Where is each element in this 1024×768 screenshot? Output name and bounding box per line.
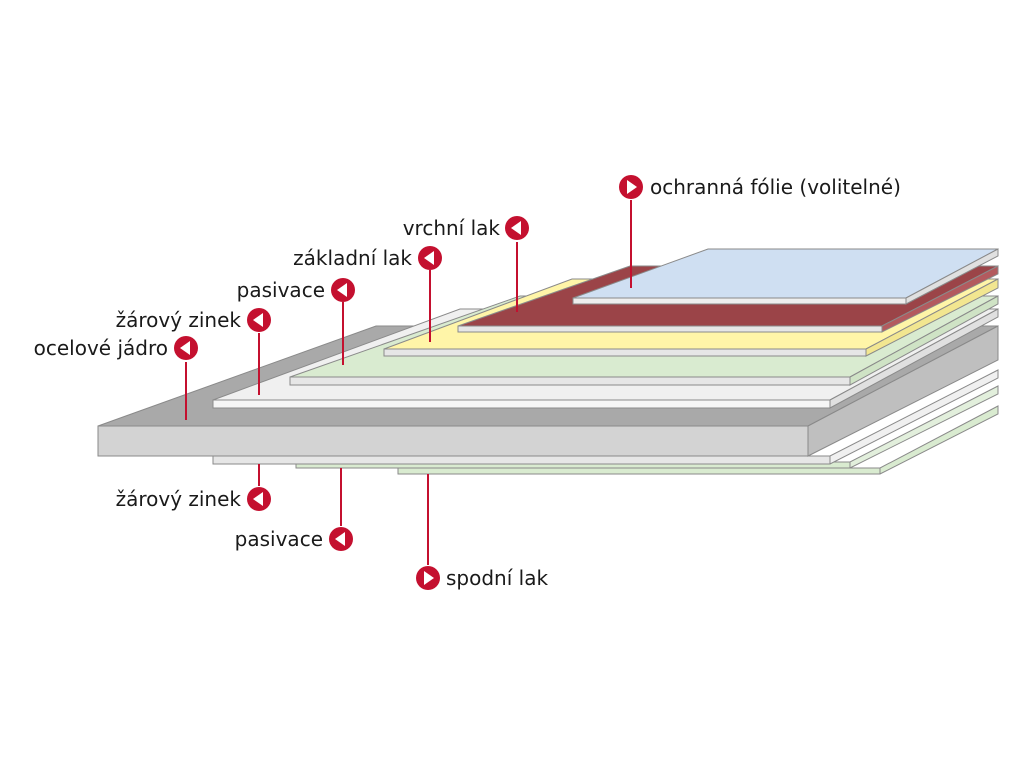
layer-bottom-coat [397,405,999,475]
label-spodni-lak: spodní lak [446,566,548,590]
marker-zakladni-lak [418,246,442,270]
marker-ochranna-folie [619,175,643,199]
marker-spodni-lak [416,566,440,590]
leader-lines [185,200,632,565]
label-zakladni-lak: základní lak [293,246,412,270]
layer-protective-foil [572,248,999,305]
label-ochranna-folie: ochranná fólie (volitelné) [650,175,901,199]
marker-ocelove-jadro [174,336,198,360]
marker-vrchni-lak [505,216,529,240]
marker-pasivace-top [331,278,355,302]
marker-pasivace-bottom [329,527,353,551]
label-pasivace-bottom: pasivace [235,527,323,551]
label-pasivace-top: pasivace [237,278,325,302]
label-zarovy-zinek-bottom: žárový zinek [116,487,242,511]
label-zarovy-zinek-top: žárový zinek [116,308,242,332]
marker-zarovy-zinek-top [247,308,271,332]
label-vrchni-lak: vrchní lak [403,216,501,240]
label-ocelove-jadro: ocelové jádro [34,336,168,360]
marker-zarovy-zinek-bottom [247,487,271,511]
